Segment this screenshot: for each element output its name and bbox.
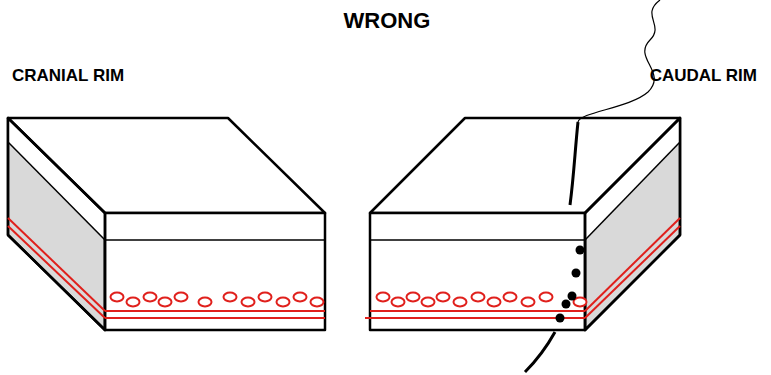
vessel-oval bbox=[277, 298, 290, 307]
vessel-oval bbox=[199, 298, 212, 307]
vessel-oval bbox=[422, 298, 435, 307]
vessel-oval bbox=[144, 293, 157, 302]
vessel-oval bbox=[259, 293, 272, 302]
vessel-oval bbox=[159, 298, 172, 307]
vessel-oval bbox=[377, 293, 390, 302]
vessel-oval bbox=[175, 293, 188, 302]
vessel-oval bbox=[540, 293, 553, 302]
vessel-oval bbox=[504, 293, 517, 302]
vessel-oval bbox=[437, 293, 450, 302]
vessel-oval bbox=[407, 293, 420, 302]
vessel-oval bbox=[242, 298, 255, 307]
vessel-oval bbox=[127, 298, 140, 307]
region-label: CAUDAL RIM bbox=[650, 66, 757, 86]
vessel-oval bbox=[454, 298, 467, 307]
vessel-oval bbox=[488, 298, 501, 307]
vessel-oval bbox=[224, 293, 237, 302]
region-label: CRANIAL RIM bbox=[12, 66, 124, 86]
vessel-oval bbox=[522, 298, 535, 307]
vessel-oval bbox=[472, 293, 485, 302]
vessel-oval bbox=[111, 293, 124, 302]
vessel-oval bbox=[294, 293, 307, 302]
vessel-oval bbox=[311, 298, 324, 307]
vessel-oval bbox=[392, 298, 405, 307]
heading: WRONG bbox=[344, 8, 431, 34]
